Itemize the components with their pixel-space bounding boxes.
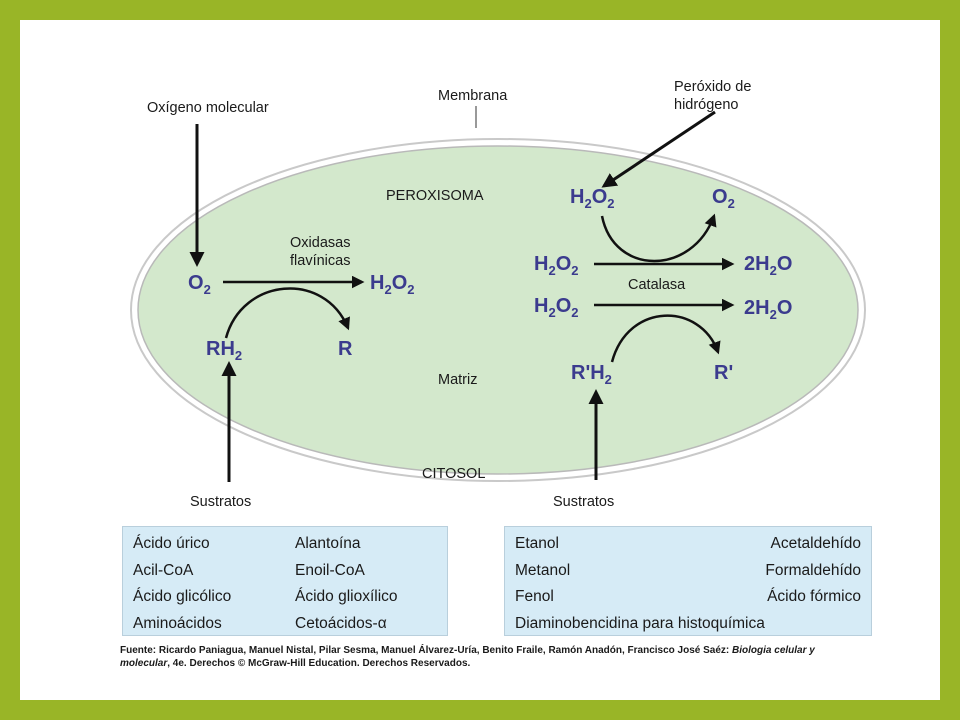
table-cell: Diaminobencidina para histoquímica — [515, 614, 765, 632]
table-cell: Ácido glicólico — [133, 588, 232, 606]
table-row: Metanol Formaldehído — [515, 558, 861, 585]
molecule-r-prime-h2: R'H2 — [571, 362, 612, 387]
table-cell: Acetaldehído — [770, 535, 862, 553]
table-cell: Ácido glioxílico — [295, 588, 398, 606]
molecule-h2o2-left: H2O2 — [370, 272, 414, 297]
table-row: Ácido úrico Alantoína — [133, 531, 437, 558]
oxidase-label-line2: flavínicas — [290, 253, 350, 269]
table-cell: Acil-CoA — [133, 561, 194, 579]
table-cell: Etanol — [515, 535, 559, 553]
table-cell: Ácido fórmico — [767, 588, 861, 606]
source-prefix: Fuente: Ricardo Paniagua, Manuel Nistal,… — [120, 645, 733, 656]
oxidase-label-line1: Oxidasas — [290, 235, 350, 251]
oxygen-label: Oxígeno molecular — [147, 100, 269, 116]
matrix-label: Matriz — [438, 372, 477, 388]
molecule-o2-top: O2 — [712, 186, 735, 211]
table-row: Etanol Acetaldehído — [515, 531, 861, 558]
substrates-table-right: Etanol Acetaldehído Metanol Formaldehído F… — [504, 526, 872, 636]
cytosol-label: CITOSOL — [422, 466, 485, 482]
table-row: Ácido glicólico Ácido glioxílico — [133, 584, 437, 611]
slide: Oxígeno molecular Membrana Peróxido de h… — [20, 20, 940, 700]
source-citation: Fuente: Ricardo Paniagua, Manuel Nistal,… — [120, 644, 860, 670]
table-cell: Alantoína — [295, 535, 361, 553]
peroxide-label-line2: hidrógeno — [674, 97, 739, 113]
table-cell: Cetoácidos-α — [295, 614, 387, 632]
molecule-h2o2-mid: H2O2 — [534, 253, 578, 278]
molecule-h2o2-top: H2O2 — [570, 186, 614, 211]
substrates-left-label: Sustratos — [190, 494, 251, 510]
source-book-title: Biologia celular y molecular — [120, 645, 815, 669]
table-cell: Enoil-CoA — [295, 561, 365, 579]
catalase-label: Catalasa — [628, 277, 686, 293]
peroxide-inflow-arrow — [601, 110, 716, 188]
substrates-table-left: Ácido úrico Alantoína Acil-CoA Enoil-CoA Á… — [122, 526, 448, 636]
peroxisome-matrix — [137, 145, 859, 475]
peroxide-label-line1: Peróxido de — [674, 79, 751, 95]
table-cell: Ácido úrico — [133, 535, 210, 553]
molecule-rh2: RH2 — [206, 338, 242, 363]
molecule-o2-left: O2 — [188, 272, 211, 297]
table-cell: Aminoácidos — [133, 614, 222, 632]
peroxisome-label: PEROXISOMA — [386, 188, 484, 204]
molecule-2h2o-low: 2H2O — [744, 297, 792, 322]
table-cell: Metanol — [515, 561, 571, 579]
table-cell: Fenol — [515, 588, 554, 606]
molecule-2h2o-mid: 2H2O — [744, 253, 792, 278]
membrane-label: Membrana — [438, 88, 508, 104]
catalase-top-curved-arrow — [600, 213, 717, 263]
table-row: Acil-CoA Enoil-CoA — [133, 558, 437, 585]
table-row: Aminoácidos Cetoácidos-α — [133, 611, 437, 638]
molecule-r-prime: R' — [714, 362, 733, 384]
table-row: Fenol Ácido fórmico — [515, 584, 861, 611]
substrates-right-label: Sustratos — [553, 494, 614, 510]
molecule-h2o2-low: H2O2 — [534, 295, 578, 320]
table-cell: Formaldehído — [765, 561, 861, 579]
table-row: Diaminobencidina para histoquímica — [515, 611, 861, 638]
catalase-bottom-curved-arrow — [610, 314, 721, 363]
source-suffix: , 4e. Derechos © McGraw-Hill Education. … — [167, 658, 471, 669]
molecule-r: R — [338, 338, 353, 360]
peroxisome-diagram: Oxígeno molecular Membrana Peróxido de h… — [130, 79, 866, 510]
oxidase-curved-arrow — [224, 287, 350, 339]
